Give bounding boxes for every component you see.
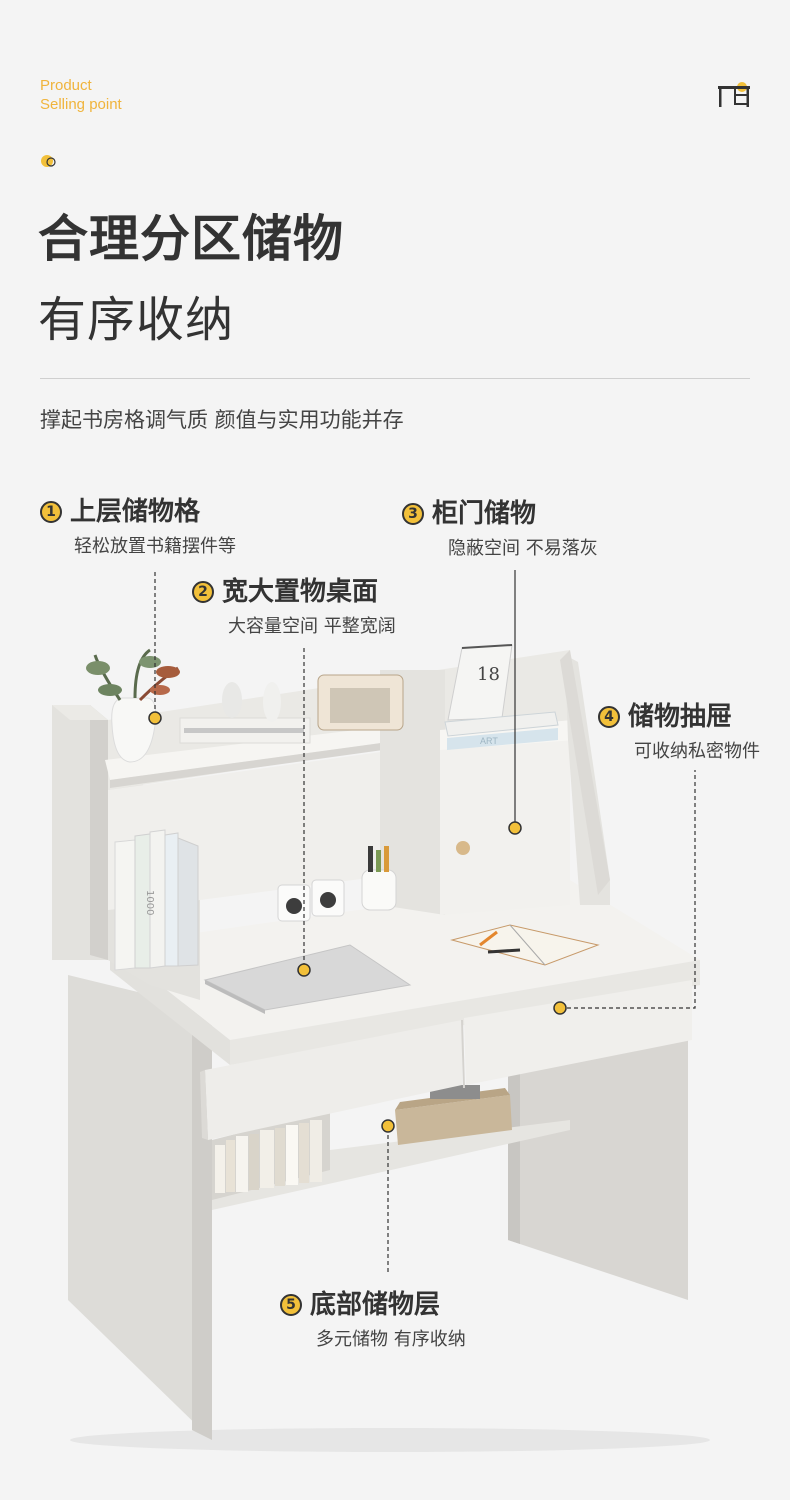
page-title: 合理分区储物 — [38, 210, 344, 268]
divider — [40, 378, 750, 379]
tagline: 撑起书房格调气质 颜值与实用功能并存 — [40, 408, 404, 432]
feature-number-badge: 3 — [402, 503, 424, 525]
feature-title: 上层储物格 — [70, 497, 201, 527]
feature-number-badge: 5 — [280, 1294, 302, 1316]
speakers — [277, 879, 345, 922]
feature-cabinet-door: 3 柜门储物 隐蔽空间 不易落灰 — [402, 497, 598, 561]
book-label: ART — [480, 736, 498, 746]
feature-desc: 隐蔽空间 不易落灰 — [448, 538, 598, 559]
ornaments — [179, 674, 404, 744]
feature-number-badge: 2 — [192, 581, 214, 603]
pointer-dot-icon — [148, 711, 567, 1133]
eyebrow: Product Selling point — [40, 76, 122, 114]
feature-desc: 多元储物 有序收纳 — [316, 1329, 466, 1350]
feature-title: 宽大置物桌面 — [222, 577, 379, 607]
calendar: 18 — [447, 644, 513, 721]
feature-desktop: 2 宽大置物桌面 大容量空间 平整宽阔 — [192, 575, 396, 639]
desk-icon — [718, 82, 750, 107]
bottom-books — [215, 1120, 322, 1193]
feature-desc: 大容量空间 平整宽阔 — [228, 616, 396, 637]
feature-desc: 可收纳私密物件 — [634, 741, 760, 762]
dot-icon — [41, 155, 56, 167]
feature-drawer: 4 储物抽屉 可收纳私密物件 — [598, 700, 760, 764]
basket — [395, 1085, 512, 1145]
eyebrow-line-1: Product — [40, 77, 92, 94]
book-spine-text: 1000 — [144, 890, 155, 915]
feature-bottom-shelf: 5 底部储物层 多元储物 有序收纳 — [280, 1288, 466, 1352]
laptop — [203, 944, 412, 1014]
calendar-number: 18 — [477, 664, 500, 685]
feature-desc: 轻松放置书籍摆件等 — [74, 536, 236, 557]
cabinet-books: ART — [444, 711, 559, 750]
feature-title: 柜门储物 — [432, 499, 537, 529]
eyebrow-line-2: Selling point — [40, 96, 122, 113]
page-subtitle: 有序收纳 — [38, 292, 235, 348]
desk-books: 1000 — [114, 829, 199, 971]
feature-title: 底部储物层 — [310, 1290, 441, 1320]
feature-upper-storage: 1 上层储物格 轻松放置书籍摆件等 — [40, 495, 236, 559]
desk-illustration: 18 ART 1000 — [52, 570, 710, 1452]
notebook — [450, 924, 600, 966]
feature-number-badge: 1 — [40, 501, 62, 523]
feature-number-badge: 4 — [598, 706, 620, 728]
feature-title: 储物抽屉 — [628, 702, 733, 732]
pen-holder — [361, 846, 397, 911]
